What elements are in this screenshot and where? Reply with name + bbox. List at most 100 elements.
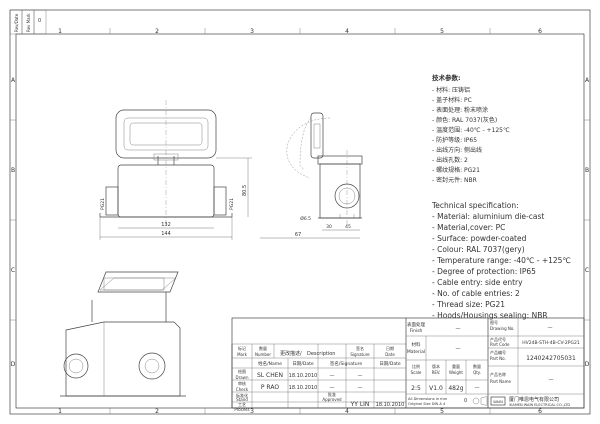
sb-process-en: Process	[234, 407, 249, 412]
sb-sign-en: Signature	[350, 352, 370, 357]
grid-left-c: C	[11, 267, 15, 274]
grid-top-4: 4	[345, 28, 349, 35]
grid-frame: 1 2 3 4 5 6 1 2 3 4 5 6 A B C D A B C D	[10, 28, 590, 415]
company-logo	[490, 396, 506, 406]
grid-left-a: A	[11, 77, 16, 84]
tb-weight-cn: 重量	[452, 363, 460, 369]
sb-change-cn: 更改描述/	[280, 350, 302, 357]
sb-approved-name: YY LIN	[350, 401, 370, 408]
side-lid	[310, 112, 324, 159]
dim-45: 45	[345, 224, 351, 230]
tb-weight-en: Weight	[449, 370, 463, 375]
grid-bottom-4: 4	[345, 408, 349, 415]
isometric-view	[60, 271, 186, 397]
spec-cn-item: - 材料: 压铸铝	[432, 86, 470, 94]
title-block: 表面处理 Finish — 材料 Material — 图号 Drawing N…	[231, 317, 585, 409]
iso-lid-frame	[97, 271, 179, 293]
tb-sheet-marker: 0	[464, 398, 467, 404]
sb-drawn-date: 18.10.2010	[289, 373, 318, 379]
tb-scale-cn: 比例	[412, 363, 420, 369]
grid-top-3: 3	[250, 28, 254, 35]
tb-part-no-value: 1240242705031	[526, 355, 576, 362]
rev-date-label: Rev/Date	[14, 13, 19, 32]
grid-top-6: 6	[538, 28, 542, 35]
iso-pg-front-inner	[144, 358, 160, 374]
spec-en-item: - Surface: powder-coated	[432, 234, 527, 243]
tb-part-name-cn: 产品名称	[490, 371, 506, 377]
sb-drawn-sign: —	[330, 373, 335, 379]
projection-cone-icon	[480, 396, 488, 406]
grid-top-5: 5	[440, 28, 444, 35]
tb-material-cn: 材料	[412, 341, 421, 348]
grid-top-1: 1	[58, 28, 62, 35]
tb-drawing-no-cn: 图号	[490, 319, 498, 325]
sb-check-date: 18.10.2010	[289, 385, 318, 391]
grid-bottom-6: 6	[538, 408, 542, 415]
company-name-cn: 厦门唯恩电气有限公司	[509, 396, 559, 403]
grid-left-d: D	[11, 361, 16, 368]
sb-approved-cn: 批准	[328, 391, 336, 397]
sb-approved-date: 18.10.2010	[376, 402, 405, 408]
spec-en-block: Technical specification: - Material: alu…	[431, 201, 571, 320]
tb-qty-en: Qty.	[473, 370, 481, 375]
spec-en-item: - Material,cover: PC	[432, 223, 505, 232]
spec-cn-item: - 盖子材料: PC	[432, 96, 472, 104]
grid-right-c: C	[585, 267, 589, 274]
tb-qty-cn: 数量	[473, 363, 481, 369]
side-top	[317, 155, 363, 165]
dim-30: 30	[326, 224, 332, 230]
sb-mark-en: Mark	[237, 352, 248, 357]
spec-cn-item: - 密封元件: NBR	[432, 176, 477, 184]
grid-bottom-3: 3	[250, 408, 254, 415]
sb-count-en: Number	[255, 352, 271, 357]
sb-sign-header: 签名/Signature	[330, 360, 362, 367]
tb-drawing-no-en: Drawing No.	[490, 326, 515, 331]
sb-process-cn: 工艺	[238, 402, 246, 407]
sb-check-sign: —	[330, 385, 335, 391]
sb-change-en: Description	[307, 351, 335, 357]
spec-cn-item: - 螺纹规格: PG21	[432, 166, 480, 174]
side-body	[319, 163, 361, 219]
rev-extra-box	[33, 9, 47, 35]
tb-part-code-cn: 产品代号	[490, 336, 506, 342]
side-view: 30 45 67 Ø6.5	[260, 112, 363, 239]
grid-bottom-5: 5	[440, 408, 444, 415]
pg-gland-left	[105, 186, 119, 216]
tb-part-code-en: Part Code	[490, 342, 510, 347]
tb-drawing-no-value: —	[548, 325, 553, 331]
tb-finish-value: —	[456, 326, 461, 332]
lid-swing-arc	[299, 117, 312, 171]
grid-right-a: A	[585, 77, 590, 84]
tb-rev-en: REV.	[432, 370, 441, 375]
iso-lid-top	[99, 277, 177, 291]
tb-part-no-en: Part No.	[490, 356, 506, 361]
sb-date-cn: 日期	[386, 345, 394, 351]
spec-cn-item: - 颜色: RAL 7037(灰色)	[432, 116, 497, 124]
tb-dims-note-1: All Dimensions in mm	[408, 397, 448, 401]
tb-weight-value: 482g	[448, 385, 463, 392]
grid-bottom-2: 2	[155, 408, 159, 415]
tb-material-en: Material	[407, 349, 425, 355]
spec-cn-item: - 出线孔数: 2	[432, 156, 468, 164]
sb-approved-en: Approved	[322, 397, 342, 402]
spec-cn-block: 技术参数: - 材料: 压铸铝 - 盖子材料: PC - 表面处理: 粉末喷涂 …	[432, 73, 510, 184]
spec-en-item: - Thread size: PG21	[432, 300, 505, 309]
title-block-frame	[231, 317, 585, 409]
iso-pg-left	[63, 353, 89, 379]
grid-top-2: 2	[155, 28, 159, 35]
sb-drawn-en: Drawn	[236, 375, 249, 380]
revision-box: Rev/Date Rev Mark 0	[9, 9, 47, 35]
pg-gland-right	[213, 186, 227, 216]
sb-drawn-name: SL CHEN	[257, 372, 283, 379]
tb-qty-value: —	[475, 385, 480, 391]
sb-count-cn: 数量	[259, 345, 267, 351]
company-name-en: XIAMEN WAIN ELECTRICAL CO.,LTD	[509, 403, 570, 407]
tb-rev-value: V1.0	[429, 385, 443, 392]
sb-stand-cn: 标准化	[236, 392, 248, 398]
tb-part-code-value: HV24B-STH-4B-CV-2PG21	[522, 340, 580, 346]
sb-stand-en: Stand	[236, 397, 248, 402]
tb-material-value: —	[456, 346, 461, 352]
dim-pg-right: PG21	[229, 198, 235, 210]
projection-symbol-icon	[472, 397, 480, 405]
dim-132: 132	[161, 222, 171, 228]
